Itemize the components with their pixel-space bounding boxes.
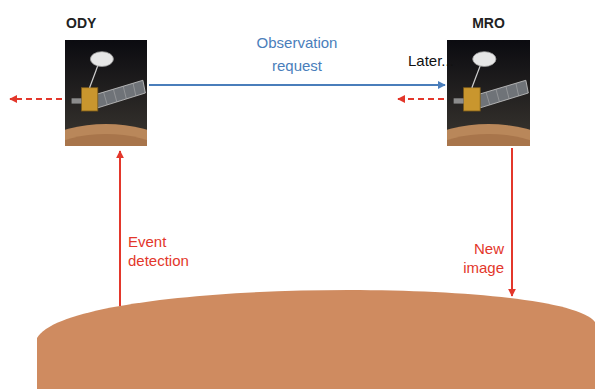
- edge-label: Observation request: [247, 32, 347, 77]
- new-image-arrow: [511, 148, 513, 296]
- spacecraft-name: ODY: [66, 16, 96, 30]
- orbit-motion-arrow: [398, 98, 444, 100]
- spacecraft-image: ODY: [65, 40, 147, 146]
- time-note: Later...: [408, 52, 454, 71]
- orbit-motion-arrow: [10, 98, 62, 100]
- spacecraft-name: MRO: [472, 16, 505, 30]
- spacecraft-picture: [65, 40, 147, 146]
- request-arrow: [149, 84, 445, 86]
- spacecraft-picture: [447, 40, 530, 146]
- spacecraft-image: MRO: [447, 40, 530, 146]
- arrow-label: New image: [440, 240, 504, 278]
- event-detection-arrow: [119, 151, 121, 306]
- arrow-label: Event detection: [128, 233, 208, 271]
